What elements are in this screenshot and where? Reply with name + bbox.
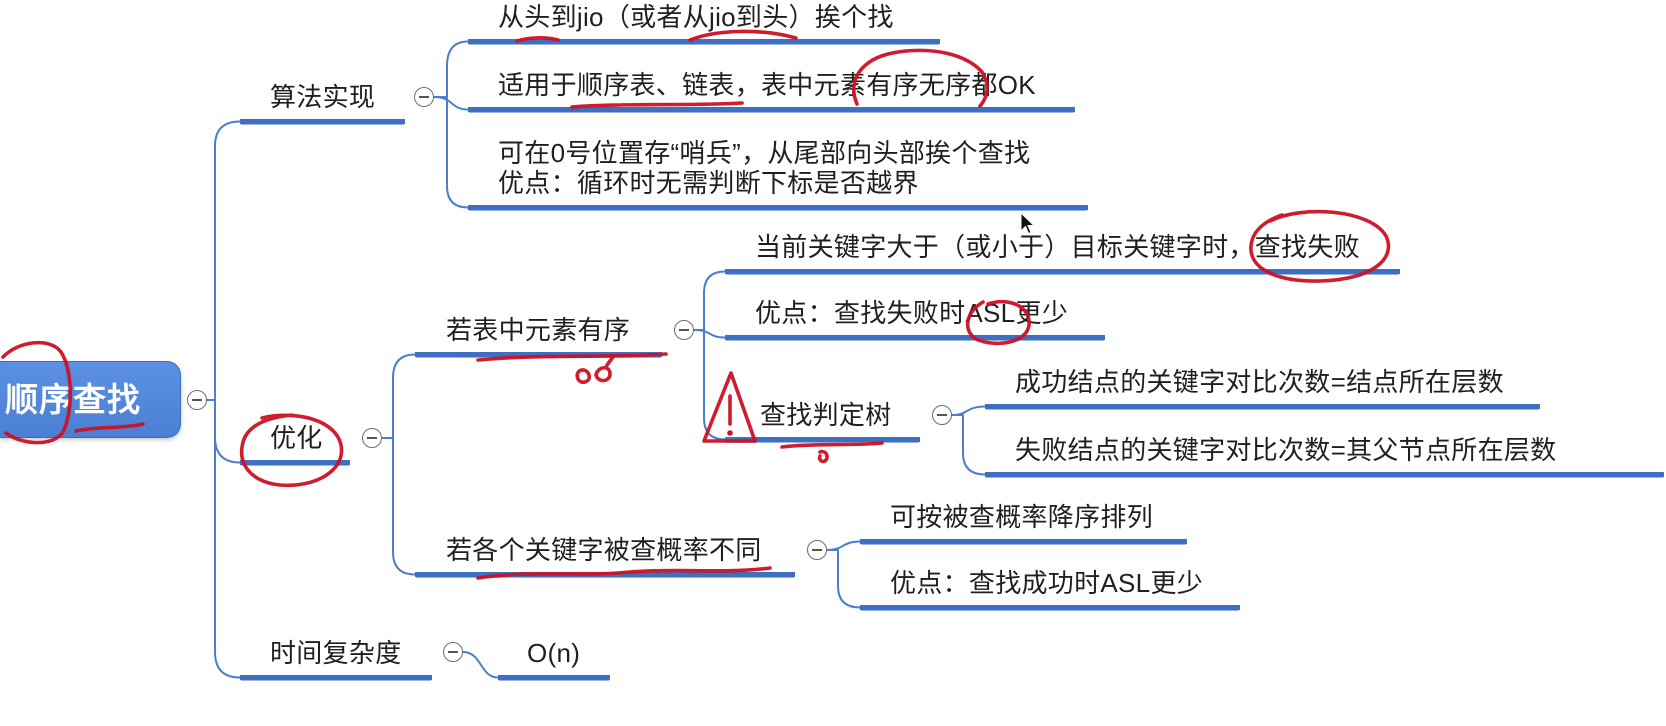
topic-label: 当前关键字大于（或小于）目标关键字时，查找失败	[755, 232, 1360, 262]
minus-icon	[937, 414, 947, 416]
topic-optimization[interactable]: 优化	[240, 423, 350, 465]
topic-algorithm-implementation[interactable]: 算法实现	[240, 82, 405, 124]
topic-early-termination[interactable]: 当前关键字大于（或小于）目标关键字时，查找失败	[725, 232, 1400, 274]
topic-ordered-table[interactable]: 若表中元素有序	[415, 315, 662, 357]
connector-line	[951, 414, 986, 476]
connector-line	[826, 549, 861, 609]
topic-label: 查找判定树	[760, 400, 892, 430]
topic-sentinel[interactable]: 可在0号位置存“哨兵”，从尾部向头部挨个查找 优点：循环时无需判断下标是否越界	[468, 138, 1088, 210]
topic-fail-node-comparisons[interactable]: 失败结点的关键字对比次数=其父节点所在层数	[985, 435, 1664, 477]
topic-label: 失败结点的关键字对比次数=其父节点所在层数	[1015, 435, 1557, 465]
topic-label: O(n)	[527, 638, 581, 668]
topic-label: 时间复杂度	[270, 638, 402, 668]
collapse-algorithm-button[interactable]	[414, 87, 434, 107]
topic-label: 算法实现	[270, 82, 376, 112]
topic-sort-by-probability[interactable]: 可按被查概率降序排列	[860, 502, 1187, 544]
minus-icon	[419, 96, 429, 98]
connector-line	[433, 40, 469, 98]
red-doodle-ordered-table	[575, 355, 615, 384]
connector-line	[446, 96, 469, 209]
topic-label: 从头到jio（或者从jio到头）挨个找	[498, 2, 894, 32]
root-topic[interactable]: 顺序查找	[0, 361, 181, 438]
collapse-time-complexity-button[interactable]	[443, 642, 463, 662]
topic-success-asl-advantage[interactable]: 优点：查找成功时ASL更少	[860, 568, 1240, 610]
connector-line	[462, 651, 499, 679]
topic-label-line: 优点：循环时无需判断下标是否越界	[498, 168, 919, 198]
topic-label: 优点：查找失败时ASL更少	[755, 298, 1069, 328]
collapse-root-button[interactable]	[187, 390, 207, 410]
topic-applicable-structures[interactable]: 适用于顺序表、链表，表中元素有序无序都OK	[468, 70, 1075, 112]
topic-fail-asl-advantage[interactable]: 优点：查找失败时ASL更少	[725, 298, 1105, 340]
collapse-ordered-table-button[interactable]	[674, 320, 694, 340]
connector-line	[693, 270, 726, 331]
topic-decision-tree[interactable]: 查找判定树	[725, 400, 920, 442]
connector-line	[951, 405, 986, 416]
topic-success-node-comparisons[interactable]: 成功结点的关键字对比次数=结点所在层数	[985, 367, 1540, 409]
topic-label-line: 可在0号位置存“哨兵”，从尾部向头部挨个查找	[498, 138, 1031, 168]
red-doodle-decision-tree	[817, 449, 829, 464]
collapse-decision-tree-button[interactable]	[932, 405, 952, 425]
topic-label: 适用于顺序表、链表，表中元素有序无序都OK	[498, 70, 1036, 100]
minus-icon	[679, 329, 689, 331]
connector-line	[433, 96, 469, 111]
topic-label: 顺序查找	[5, 381, 141, 418]
mouse-cursor-icon	[1020, 212, 1036, 235]
cursor-arrow	[1020, 212, 1036, 235]
connector-line	[826, 540, 861, 551]
topic-unequal-probability[interactable]: 若各个关键字被查概率不同	[415, 535, 795, 577]
connector-line	[381, 353, 416, 439]
topic-label: 优化	[270, 423, 323, 453]
minus-icon	[367, 437, 377, 439]
collapse-optimization-button[interactable]	[362, 428, 382, 448]
connector-line	[214, 399, 241, 464]
topic-scan-one-by-one[interactable]: 从头到jio（或者从jio到头）挨个找	[468, 2, 940, 44]
connector-line	[693, 329, 726, 339]
topic-label: 成功结点的关键字对比次数=结点所在层数	[1015, 367, 1504, 397]
topic-label: 可按被查概率降序排列	[890, 502, 1154, 532]
minus-icon	[448, 651, 458, 653]
topic-time-complexity[interactable]: 时间复杂度	[240, 638, 432, 680]
connector-line	[214, 399, 241, 679]
topic-complexity-value[interactable]: O(n)	[498, 638, 610, 680]
connector-line	[703, 329, 726, 441]
collapse-unequal-probability-button[interactable]	[807, 540, 827, 560]
connector-line	[206, 120, 241, 401]
minus-icon	[192, 399, 202, 401]
minus-icon	[812, 549, 822, 551]
topic-label: 若各个关键字被查概率不同	[446, 535, 762, 565]
red-underline-decision-tree	[780, 441, 884, 449]
connector-line	[392, 437, 416, 576]
topic-label: 优点：查找成功时ASL更少	[890, 568, 1204, 598]
topic-label: 若表中元素有序	[446, 315, 631, 345]
